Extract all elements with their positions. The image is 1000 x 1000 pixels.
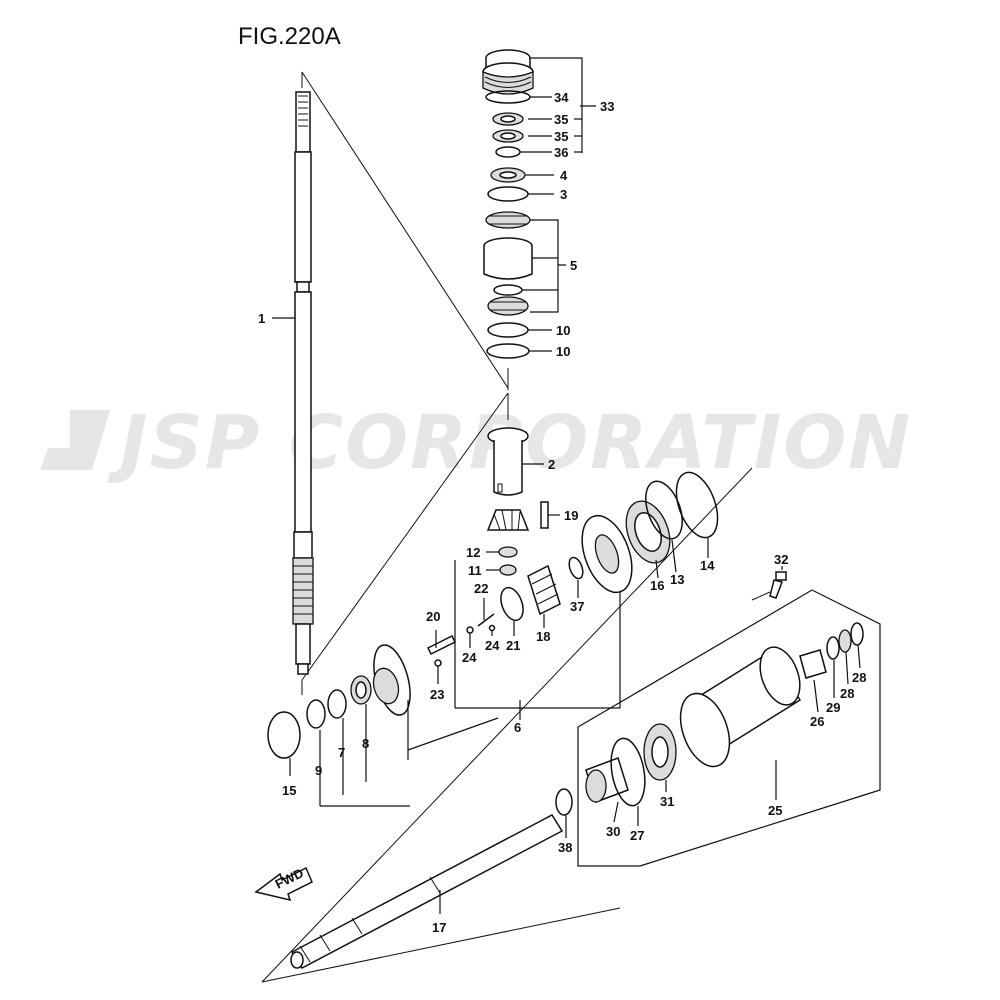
driveshaft-part-1[interactable] bbox=[292, 91, 314, 675]
callout-35a[interactable]: 35 bbox=[554, 112, 568, 127]
callout-3[interactable]: 3 bbox=[560, 187, 567, 202]
ring-part-21[interactable] bbox=[497, 585, 527, 624]
seal-part-35[interactable] bbox=[492, 112, 524, 126]
seal-housing-part-30[interactable] bbox=[585, 757, 629, 803]
watermark: JSP CORPORATION bbox=[40, 400, 910, 486]
snap-ring-part-36[interactable] bbox=[495, 146, 521, 158]
figure-title: FIG.220A bbox=[238, 23, 341, 50]
shim-part-15[interactable] bbox=[267, 711, 301, 759]
callout-7[interactable]: 7 bbox=[338, 745, 345, 760]
sleeve-part-2[interactable] bbox=[487, 427, 529, 496]
callout-11[interactable]: 11 bbox=[468, 563, 482, 578]
bolt-part-32[interactable] bbox=[769, 571, 787, 599]
shim-part-10[interactable] bbox=[487, 322, 529, 338]
callout-37[interactable]: 37 bbox=[570, 599, 584, 614]
callout-29[interactable]: 29 bbox=[826, 700, 840, 715]
seal-part-29[interactable] bbox=[826, 636, 840, 660]
callout-23[interactable]: 23 bbox=[430, 687, 444, 702]
callout-2[interactable]: 2 bbox=[548, 457, 555, 472]
callout-13[interactable]: 13 bbox=[670, 572, 684, 587]
callout-24b[interactable]: 24 bbox=[485, 638, 500, 653]
callout-5[interactable]: 5 bbox=[570, 258, 577, 273]
callout-31[interactable]: 31 bbox=[660, 794, 674, 809]
ring-part-38[interactable] bbox=[555, 788, 573, 816]
bearing-part-31[interactable] bbox=[643, 723, 677, 781]
shim-part-7[interactable] bbox=[327, 689, 347, 719]
callout-19[interactable]: 19 bbox=[564, 508, 578, 523]
callout-27[interactable]: 27 bbox=[630, 828, 644, 843]
callout-33[interactable]: 33 bbox=[600, 99, 614, 114]
callout-34[interactable]: 34 bbox=[554, 90, 569, 105]
fwd-arrow: FWD bbox=[254, 865, 313, 902]
bearing-part-4[interactable] bbox=[490, 167, 526, 183]
callout-21[interactable]: 21 bbox=[506, 638, 520, 653]
forward-gear[interactable] bbox=[573, 509, 642, 599]
ring-part-3[interactable] bbox=[487, 186, 529, 202]
upper-cover-part-33[interactable] bbox=[482, 49, 534, 95]
callout-18[interactable]: 18 bbox=[536, 629, 550, 644]
pinion-gear[interactable] bbox=[486, 509, 530, 531]
callout-28b[interactable]: 28 bbox=[852, 670, 866, 685]
shim-part-10b[interactable] bbox=[486, 343, 530, 359]
callout-15[interactable]: 15 bbox=[282, 783, 296, 798]
callout-32[interactable]: 32 bbox=[774, 552, 788, 567]
callout-12[interactable]: 12 bbox=[466, 545, 480, 560]
seal-part-28b[interactable] bbox=[850, 622, 864, 646]
pin-part-24b[interactable] bbox=[488, 624, 496, 632]
nut-part-11[interactable] bbox=[499, 564, 517, 576]
callout-14[interactable]: 14 bbox=[700, 558, 715, 573]
bearing-part-8[interactable] bbox=[350, 675, 372, 705]
callout-10b[interactable]: 10 bbox=[556, 344, 570, 359]
seal-part-35b[interactable] bbox=[492, 129, 524, 143]
reverse-gear[interactable] bbox=[367, 641, 417, 719]
housing-part-25[interactable] bbox=[671, 642, 807, 774]
callout-4[interactable]: 4 bbox=[560, 168, 568, 183]
seal-part-28[interactable] bbox=[838, 629, 852, 653]
propeller-shaft-part-17[interactable] bbox=[290, 814, 564, 969]
housing-group-box bbox=[577, 589, 881, 867]
bearing-part-16[interactable] bbox=[618, 495, 677, 569]
leader-lines bbox=[272, 57, 861, 914]
bushing-part-26[interactable] bbox=[799, 649, 827, 679]
callout-10a[interactable]: 10 bbox=[556, 323, 570, 338]
callout-36[interactable]: 36 bbox=[554, 145, 568, 160]
callout-1[interactable]: 1 bbox=[258, 311, 265, 326]
callout-30[interactable]: 30 bbox=[606, 824, 620, 839]
pin-part-24[interactable] bbox=[466, 626, 474, 634]
callout-16[interactable]: 16 bbox=[650, 578, 664, 593]
key-part-19[interactable] bbox=[540, 501, 549, 529]
spring-part-22[interactable] bbox=[477, 613, 495, 627]
shim-part-13[interactable] bbox=[639, 476, 690, 543]
callout-35b[interactable]: 35 bbox=[554, 129, 568, 144]
pin-part-20[interactable] bbox=[426, 634, 457, 656]
bearing-housing-part-5[interactable] bbox=[483, 211, 533, 316]
snap-ring-part-9[interactable] bbox=[306, 699, 326, 729]
callout-26[interactable]: 26 bbox=[810, 714, 824, 729]
clutch-part-18[interactable] bbox=[527, 564, 561, 616]
ring-part-37[interactable] bbox=[567, 556, 586, 581]
callout-6[interactable]: 6 bbox=[514, 720, 521, 735]
callout-17[interactable]: 17 bbox=[432, 920, 446, 935]
shim-part-14[interactable] bbox=[668, 467, 725, 543]
callout-20[interactable]: 20 bbox=[426, 609, 440, 624]
callout-28a[interactable]: 28 bbox=[840, 686, 854, 701]
shim-part-27[interactable] bbox=[606, 736, 649, 809]
washer-part-12[interactable] bbox=[498, 546, 518, 558]
callout-22[interactable]: 22 bbox=[474, 581, 488, 596]
callout-8[interactable]: 8 bbox=[362, 736, 369, 751]
callouts: 1 2 3 4 5 6 7 8 9 10 10 11 12 13 14 15 1… bbox=[258, 90, 866, 935]
construction-lines bbox=[261, 71, 771, 983]
callout-24a[interactable]: 24 bbox=[462, 650, 477, 665]
pin-part-23[interactable] bbox=[434, 659, 442, 667]
callout-9[interactable]: 9 bbox=[315, 763, 322, 778]
callout-38[interactable]: 38 bbox=[558, 840, 572, 855]
callout-25[interactable]: 25 bbox=[768, 803, 782, 818]
